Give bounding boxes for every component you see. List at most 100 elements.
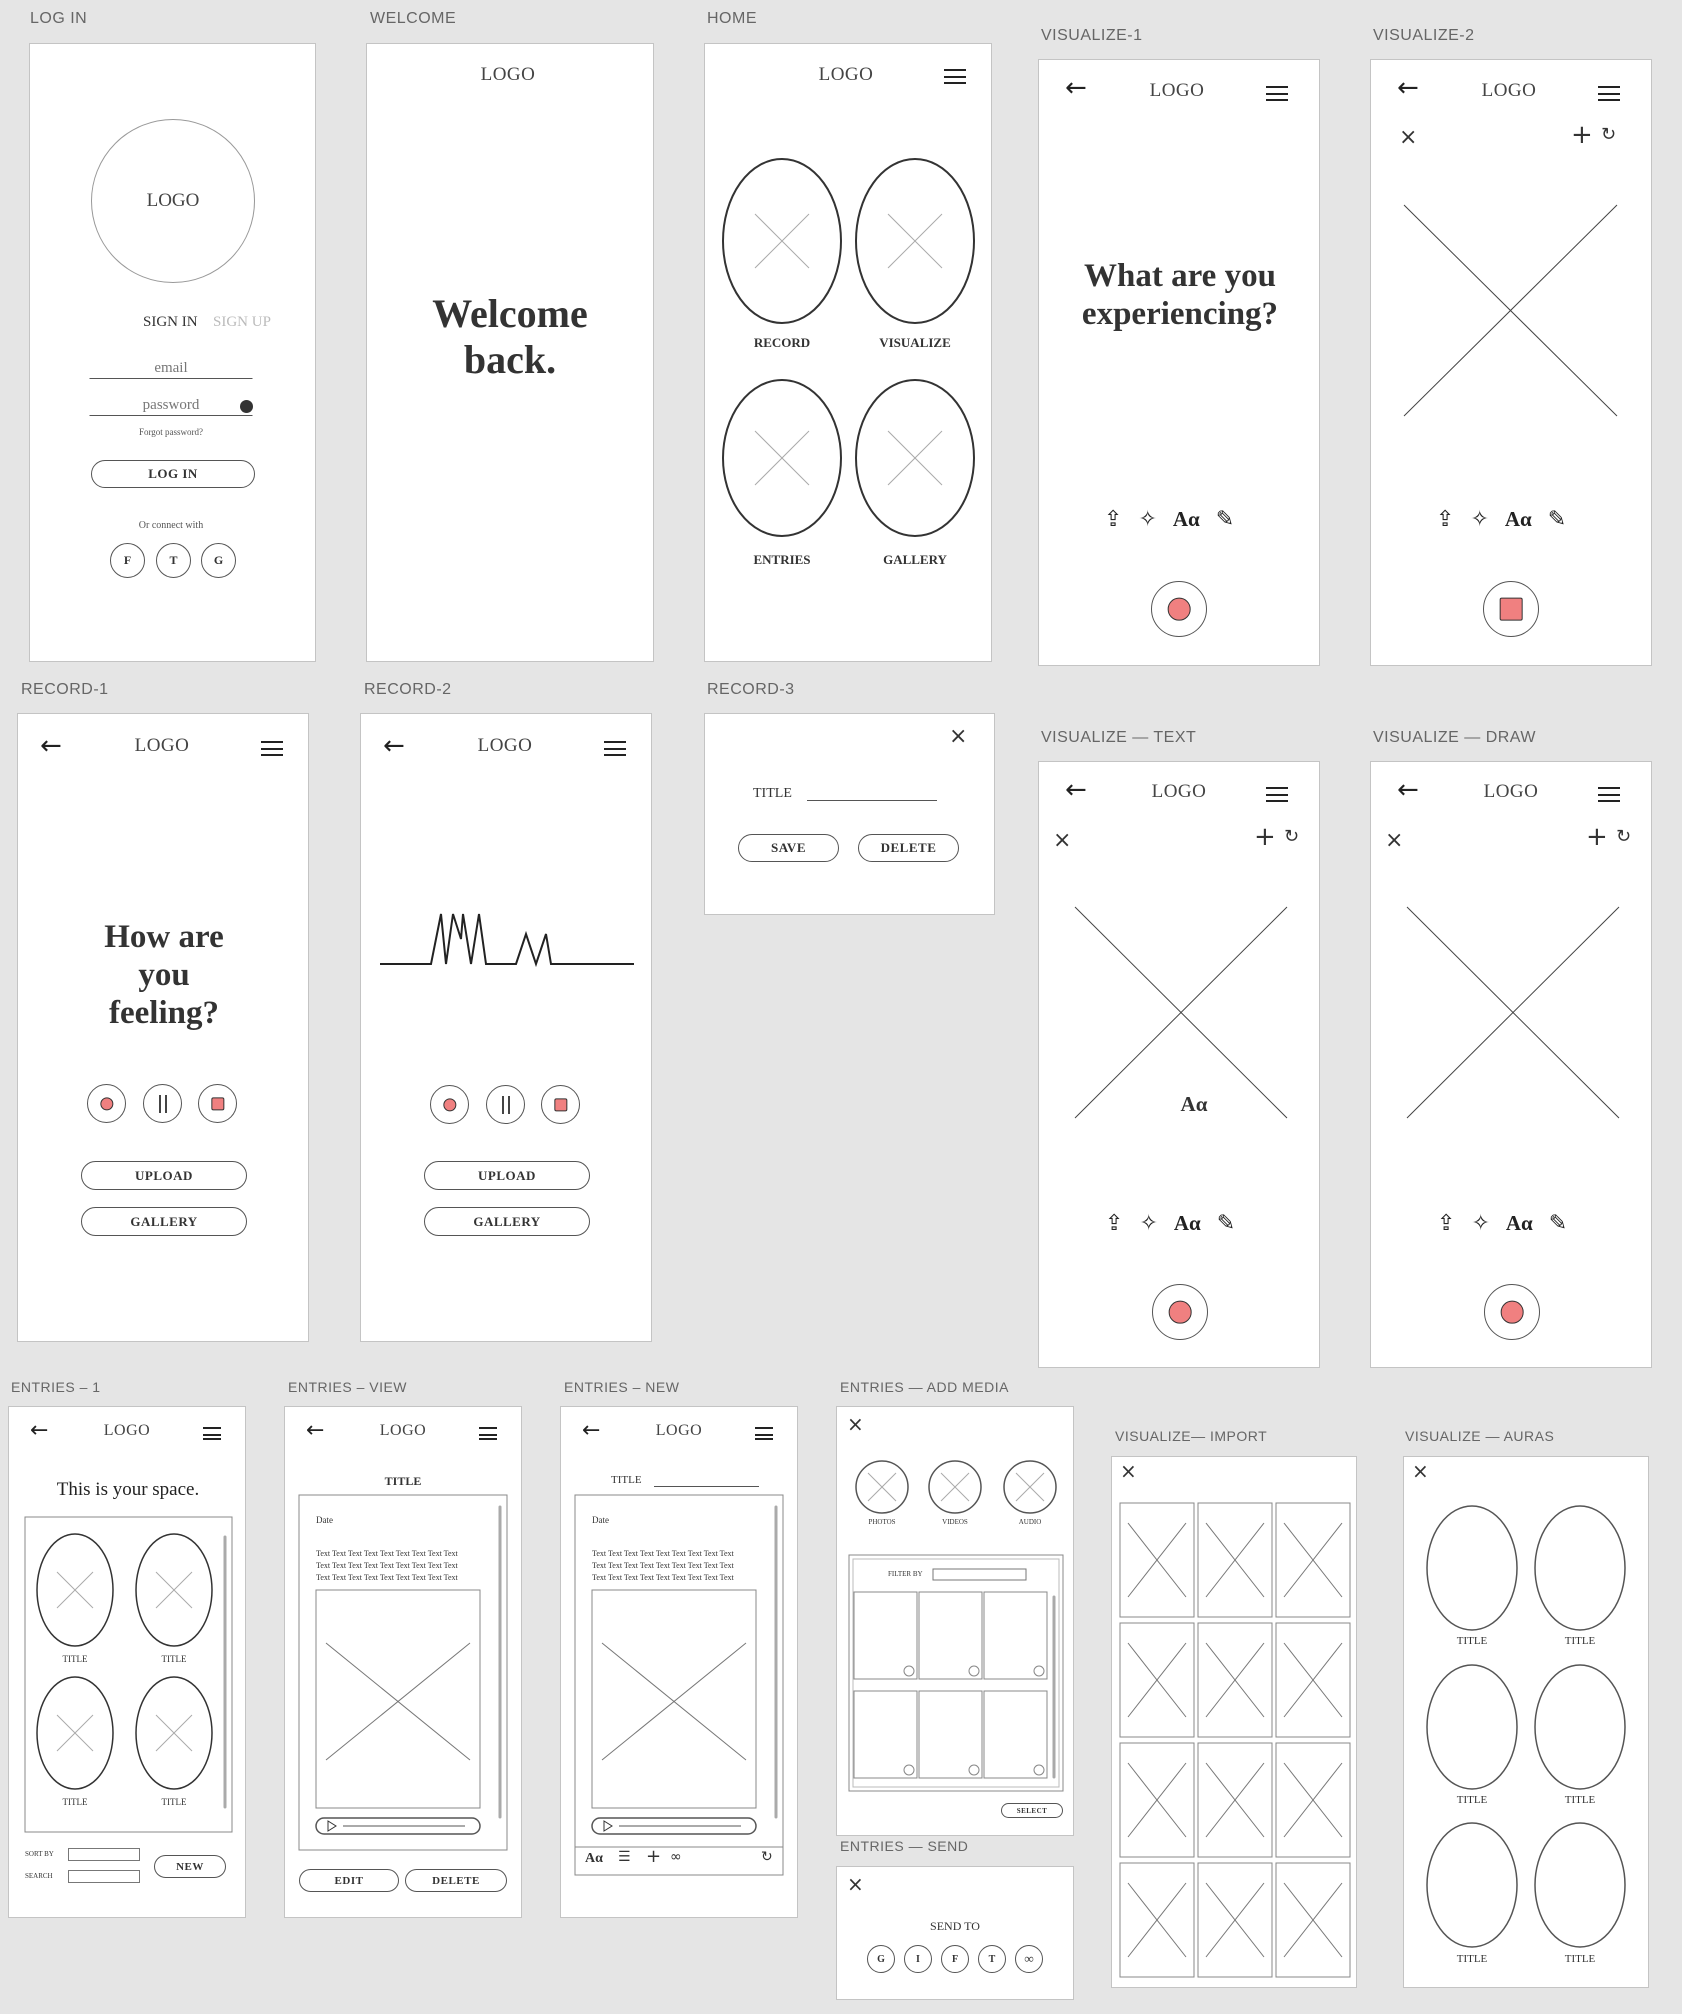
- canvas-placeholder[interactable]: [1371, 60, 1653, 667]
- home-tile-gallery[interactable]: GALLERY: [883, 552, 947, 567]
- menu-icon[interactable]: [1598, 86, 1620, 101]
- text-tool-icon[interactable]: Aα: [1505, 1211, 1533, 1235]
- record-button[interactable]: [1151, 581, 1207, 637]
- redo-icon[interactable]: ↻: [1616, 826, 1632, 847]
- import-tile[interactable]: [1197, 1622, 1273, 1738]
- close-icon[interactable]: ×: [1385, 828, 1404, 853]
- import-tile[interactable]: [1119, 1502, 1195, 1618]
- close-icon[interactable]: ×: [847, 1412, 864, 1436]
- text-tool-icon[interactable]: Aα: [1173, 1211, 1201, 1235]
- pause-button[interactable]: [143, 1084, 182, 1123]
- menu-icon[interactable]: [604, 741, 626, 756]
- upload-button[interactable]: UPLOAD: [424, 1161, 590, 1190]
- back-arrow-icon[interactable]: ←: [1065, 775, 1087, 805]
- menu-icon[interactable]: [755, 1427, 773, 1440]
- menu-icon[interactable]: [944, 69, 966, 84]
- close-icon[interactable]: ×: [1412, 1459, 1429, 1483]
- twitter-button[interactable]: T: [156, 543, 191, 578]
- google-button[interactable]: G: [201, 543, 236, 578]
- send-instagram-button[interactable]: I: [904, 1945, 932, 1973]
- import-tile[interactable]: [1197, 1742, 1273, 1858]
- canvas-placeholder[interactable]: [1039, 762, 1321, 1369]
- sparkle-icon[interactable]: ✧: [1471, 1211, 1490, 1236]
- text-tool-icon[interactable]: Aα: [1172, 507, 1200, 531]
- back-arrow-icon[interactable]: ←: [306, 1418, 325, 1443]
- delete-button[interactable]: DELETE: [858, 834, 959, 862]
- stop-button[interactable]: [198, 1084, 237, 1123]
- photos-category[interactable]: PHOTOS: [868, 1518, 896, 1526]
- list-icon[interactable]: ☰: [618, 1849, 631, 1865]
- send-link-button[interactable]: ∞: [1015, 1945, 1043, 1973]
- back-arrow-icon[interactable]: ←: [30, 1418, 49, 1443]
- back-arrow-icon[interactable]: ←: [1397, 775, 1419, 805]
- menu-icon[interactable]: [261, 741, 283, 756]
- search-input[interactable]: [68, 1870, 140, 1883]
- import-tile[interactable]: [1275, 1502, 1351, 1618]
- entry-editor[interactable]: [561, 1407, 799, 1919]
- close-icon[interactable]: ×: [1053, 828, 1072, 853]
- auras-grid[interactable]: [1404, 1457, 1650, 1989]
- sparkle-icon[interactable]: ✧: [1139, 1211, 1158, 1236]
- back-arrow-icon[interactable]: ←: [1065, 73, 1087, 103]
- plus-icon[interactable]: +: [1571, 120, 1593, 150]
- text-element[interactable]: Aα: [1180, 1092, 1208, 1116]
- text-tool-icon[interactable]: Aα: [585, 1851, 603, 1866]
- record-button[interactable]: [1484, 1284, 1540, 1340]
- title-field[interactable]: [807, 800, 937, 801]
- pause-button[interactable]: [486, 1085, 525, 1124]
- new-entry-button[interactable]: NEW: [154, 1855, 226, 1878]
- stop-button[interactable]: [541, 1085, 580, 1124]
- edit-button[interactable]: EDIT: [299, 1869, 399, 1892]
- gallery-button[interactable]: GALLERY: [424, 1207, 590, 1236]
- select-button[interactable]: SELECT: [1001, 1803, 1063, 1818]
- send-twitter-button[interactable]: T: [978, 1945, 1006, 1973]
- import-tile[interactable]: [1119, 1862, 1195, 1978]
- plus-icon[interactable]: +: [1254, 822, 1276, 852]
- menu-icon[interactable]: [203, 1427, 221, 1440]
- canvas-placeholder[interactable]: [1371, 762, 1653, 1369]
- import-tile[interactable]: [1275, 1862, 1351, 1978]
- entries-grid[interactable]: [9, 1407, 247, 1919]
- import-tile[interactable]: [1197, 1862, 1273, 1978]
- back-arrow-icon[interactable]: ←: [582, 1418, 601, 1443]
- password-toggle-icon[interactable]: [240, 400, 253, 413]
- sparkle-icon[interactable]: ✧: [1138, 507, 1157, 532]
- login-button[interactable]: LOG IN: [91, 460, 255, 488]
- close-icon[interactable]: ×: [949, 724, 968, 749]
- text-tool-icon[interactable]: Aα: [1504, 507, 1532, 531]
- email-field[interactable]: email: [89, 360, 253, 379]
- plus-icon[interactable]: +: [1586, 822, 1608, 852]
- upload-icon[interactable]: ⇪: [1105, 1211, 1124, 1236]
- upload-icon[interactable]: ⇪: [1436, 507, 1455, 532]
- import-tile[interactable]: [1119, 1742, 1195, 1858]
- record-button[interactable]: [430, 1085, 469, 1124]
- record-button[interactable]: [87, 1084, 126, 1123]
- menu-icon[interactable]: [479, 1427, 497, 1440]
- plus-icon[interactable]: +: [646, 1846, 662, 1867]
- import-tile[interactable]: [1119, 1622, 1195, 1738]
- close-icon[interactable]: ×: [847, 1872, 864, 1896]
- stop-button[interactable]: [1483, 581, 1539, 637]
- link-icon[interactable]: ∞: [670, 1849, 682, 1865]
- import-tile[interactable]: [1197, 1502, 1273, 1618]
- import-tile[interactable]: [1275, 1622, 1351, 1738]
- media-picker[interactable]: [837, 1407, 1075, 1837]
- back-arrow-icon[interactable]: ←: [1397, 73, 1419, 103]
- entry-text[interactable]: Text Text Text Text Text Text Text Text …: [592, 1549, 734, 1582]
- upload-icon[interactable]: ⇪: [1437, 1211, 1456, 1236]
- audio-category[interactable]: AUDIO: [1018, 1518, 1042, 1526]
- sparkle-icon[interactable]: ✧: [1470, 507, 1489, 532]
- password-field[interactable]: password: [89, 397, 253, 416]
- import-grid[interactable]: [1112, 1457, 1358, 1989]
- close-icon[interactable]: ×: [1399, 125, 1418, 150]
- back-arrow-icon[interactable]: ←: [40, 731, 62, 761]
- sort-by-select[interactable]: [68, 1848, 140, 1861]
- pencil-icon[interactable]: ✎: [1216, 1211, 1236, 1236]
- close-icon[interactable]: ×: [1120, 1459, 1137, 1483]
- send-google-button[interactable]: G: [867, 1945, 895, 1973]
- home-tile-entries[interactable]: ENTRIES: [753, 552, 811, 567]
- menu-icon[interactable]: [1598, 787, 1620, 802]
- delete-button[interactable]: DELETE: [405, 1869, 507, 1892]
- save-button[interactable]: SAVE: [738, 834, 839, 862]
- redo-icon[interactable]: ↻: [761, 1849, 773, 1865]
